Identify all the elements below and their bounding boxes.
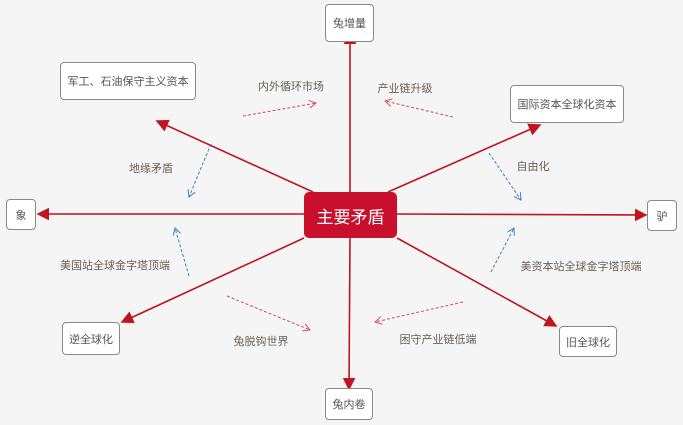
dash-arrow-liberal (488, 152, 521, 200)
label-inner-outer: 内外循环市场 (258, 80, 324, 93)
arrow-bottom-left (120, 237, 305, 324)
node-bottom-right[interactable]: 旧全球化 (559, 326, 617, 357)
dash-arrow-inner-outer (242, 103, 316, 117)
node-bottom-left[interactable]: 逆全球化 (62, 322, 120, 355)
node-left[interactable]: 象 (6, 199, 36, 230)
dash-arrow-low-end (375, 301, 464, 322)
dash-arrow-upgrade (385, 101, 454, 118)
label-us-top: 美国站全球金字塔顶端 (60, 259, 170, 272)
dash-arrow-geo (189, 143, 212, 197)
dash-arrow-capital-top (490, 228, 514, 273)
node-top-left[interactable]: 军工、石油保守主义资本 (60, 62, 196, 100)
arrow-top-left (155, 119, 314, 193)
dash-arrow-decouple (226, 295, 310, 330)
center-node[interactable]: 主要矛盾 (304, 192, 397, 238)
arrow-bottom (342, 237, 356, 391)
label-geo: 地缘矛盾 (129, 162, 173, 175)
node-bottom[interactable]: 兔内卷 (325, 388, 373, 420)
label-decouple: 兔脱钩世界 (233, 335, 289, 348)
arrow-right (396, 208, 648, 222)
label-capital-top: 美资本站全球金字塔顶端 (520, 260, 642, 273)
label-upgrade: 产业链升级 (377, 82, 433, 95)
node-top[interactable]: 兔增量 (325, 4, 374, 42)
label-liberal: 自由化 (516, 160, 550, 173)
arrow-bottom-right (396, 237, 558, 327)
dash-arrow-us-top (175, 228, 190, 277)
node-right[interactable]: 驴 (647, 200, 677, 231)
label-low-end: 困守产业链低端 (399, 333, 477, 346)
arrow-top-right (387, 123, 542, 193)
node-top-right[interactable]: 国际资本全球化资本 (510, 85, 624, 123)
